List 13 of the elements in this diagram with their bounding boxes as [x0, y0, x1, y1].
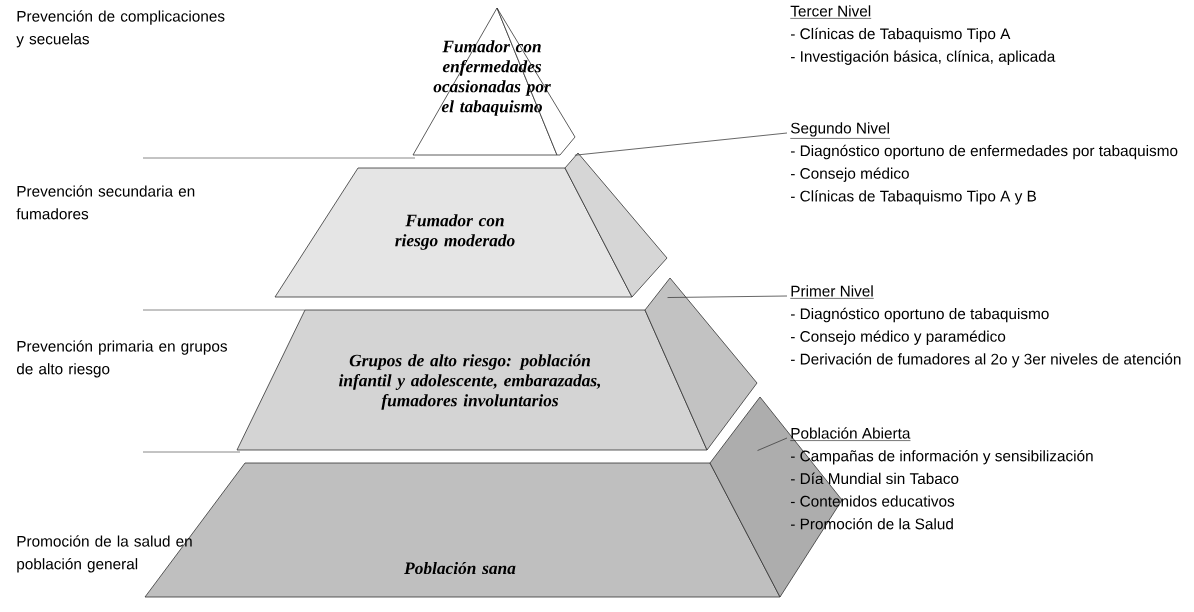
pyramid-tier: Fumador con riesgo moderado: [274, 152, 668, 298]
pyramid-tier: Fumador con enfermedades ocasionadas por el tabaquismo: [412, 7, 576, 156]
leader-line: [574, 132, 788, 156]
level-text: Segundo Nivel - Diagnóstico oportuno de enfermedades por tabaquismo - Consejo médico - Clínicas de Tabaquismo Tipo A y B: [790, 122, 1178, 205]
pyramid-tier: Grupos de alto riesgo: población infantil y adolescente, embarazadas, fumadores involuntarios: [236, 277, 758, 451]
leader-line: [667, 295, 788, 298]
leader-line: [757, 437, 788, 451]
level-text: Primer Nivel - Diagnóstico oportuno de tabaquismo - Consejo médico y paramédico - Derivación de fumadores al 2o y 3er niveles de atención: [790, 285, 1181, 368]
level-text: Población Abierta - Campañas de información y sensibilización - Día Mundial sin Tabaco - Contenidos educativos - Promoción de la Salud: [790, 427, 1093, 530]
prevention-label: Prevención de complicaciones y secuelas: [16, 10, 225, 48]
prevention-label: Promoción de la salud en población general: [17, 535, 192, 573]
prevention-label: Prevención secundaria en fumadores: [16, 185, 195, 220]
level-text: Tercer Nivel - Clínicas de Tabaquismo Tipo A - Investigación básica, clínica, aplicada: [790, 5, 1056, 65]
